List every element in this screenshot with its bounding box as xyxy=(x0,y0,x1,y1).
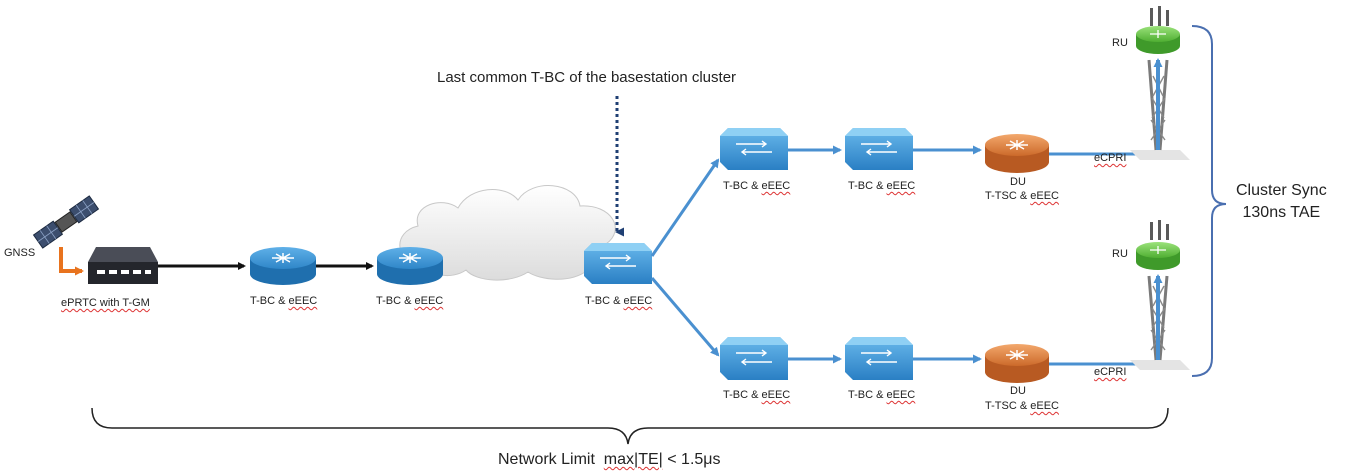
ru-label-lower: RU xyxy=(1112,248,1128,260)
eeec-text: eEEC xyxy=(886,389,916,401)
du-label-upper: DU xyxy=(1010,176,1026,188)
switch-tbc-lower-1-icon xyxy=(720,337,788,380)
router-tbc-1-icon xyxy=(250,247,316,285)
eeec-text: eEEC xyxy=(623,295,653,307)
tbc-prefix: T-BC & xyxy=(585,295,624,307)
tbc-prefix: T-BC & xyxy=(376,295,415,307)
du-upper-icon xyxy=(985,134,1049,173)
limit-prefix: Network Limit xyxy=(498,451,595,468)
tbc-label-1: T-BC & eEEC xyxy=(250,295,317,308)
eeec-text: eEEC xyxy=(414,295,444,307)
limit-te: |TE| xyxy=(634,451,663,468)
ecpri-text: eCPRI xyxy=(1094,366,1127,378)
limit-suffix: < 1.5μs xyxy=(667,451,721,468)
cluster-sync-title: Cluster Sync xyxy=(1236,182,1327,199)
eeec-text: eEEC xyxy=(761,180,791,192)
cluster-sync-tae: 130ns TAE xyxy=(1242,204,1321,221)
du-role-lower: T-TSC & eEEC xyxy=(985,400,1059,413)
eeec-text: eEEC xyxy=(886,180,916,192)
eprtc-label-text: ePRTC with T-GM xyxy=(61,297,150,309)
eprtc-device-icon xyxy=(88,247,158,284)
ecpri-text: eCPRI xyxy=(1094,152,1127,164)
tsc-prefix: T-TSC & xyxy=(985,400,1031,412)
switch-tbc-lower-2-icon xyxy=(845,337,913,380)
switch-tbc-upper-2-icon xyxy=(845,128,913,170)
tbc-label-upper-1: T-BC & eEEC xyxy=(723,180,790,193)
eeec-text: eEEC xyxy=(761,389,791,401)
annotation-text: Last common T-BC of the basestation clus… xyxy=(437,69,737,86)
network-cloud xyxy=(399,185,616,281)
tbc-prefix: T-BC & xyxy=(848,389,887,401)
satellite-icon xyxy=(32,195,100,249)
tbc-label-lower-2: T-BC & eEEC xyxy=(848,389,915,402)
tbc-prefix: T-BC & xyxy=(723,389,762,401)
eprtc-label: ePRTC with T-GM xyxy=(61,297,150,310)
du-lower-icon xyxy=(985,344,1049,383)
eeec-text: eEEC xyxy=(1030,190,1059,202)
tbc-label-common: T-BC & eEEC xyxy=(585,295,652,308)
switch-tbc-common-icon xyxy=(584,243,652,284)
tsc-prefix: T-TSC & xyxy=(985,190,1031,202)
tbc-prefix: T-BC & xyxy=(848,180,887,192)
tbc-label-lower-1: T-BC & eEEC xyxy=(723,389,790,402)
tbc-label-2: T-BC & eEEC xyxy=(376,295,443,308)
link-branch-upper xyxy=(650,158,720,257)
ru-label-upper: RU xyxy=(1112,37,1128,49)
ru-tower-upper-icon xyxy=(1130,6,1190,160)
ecpri-label-upper: eCPRI xyxy=(1094,152,1126,165)
switch-tbc-upper-1-icon xyxy=(720,128,788,170)
limit-max: max xyxy=(603,451,635,468)
network-limit-label: Network Limit max|TE| < 1.5μs xyxy=(498,451,721,469)
eeec-text: eEEC xyxy=(288,295,318,307)
network-limit-brace xyxy=(91,407,1169,445)
tbc-prefix: T-BC & xyxy=(250,295,289,307)
gnss-label: GNSS xyxy=(4,247,36,259)
gnss-arrow xyxy=(59,247,84,276)
eeec-text: eEEC xyxy=(1030,400,1059,412)
du-role-upper: T-TSC & eEEC xyxy=(985,190,1059,203)
ecpri-label-lower: eCPRI xyxy=(1094,366,1126,379)
cluster-sync-label: Cluster Sync 130ns TAE xyxy=(1236,180,1327,224)
cluster-brace xyxy=(1191,25,1227,377)
link-branch-lower xyxy=(650,277,720,357)
ru-tower-lower-icon xyxy=(1130,220,1190,370)
tbc-prefix: T-BC & xyxy=(723,180,762,192)
router-tbc-2-icon xyxy=(377,247,443,285)
du-label-lower: DU xyxy=(1010,385,1026,397)
tbc-label-upper-2: T-BC & eEEC xyxy=(848,180,915,193)
